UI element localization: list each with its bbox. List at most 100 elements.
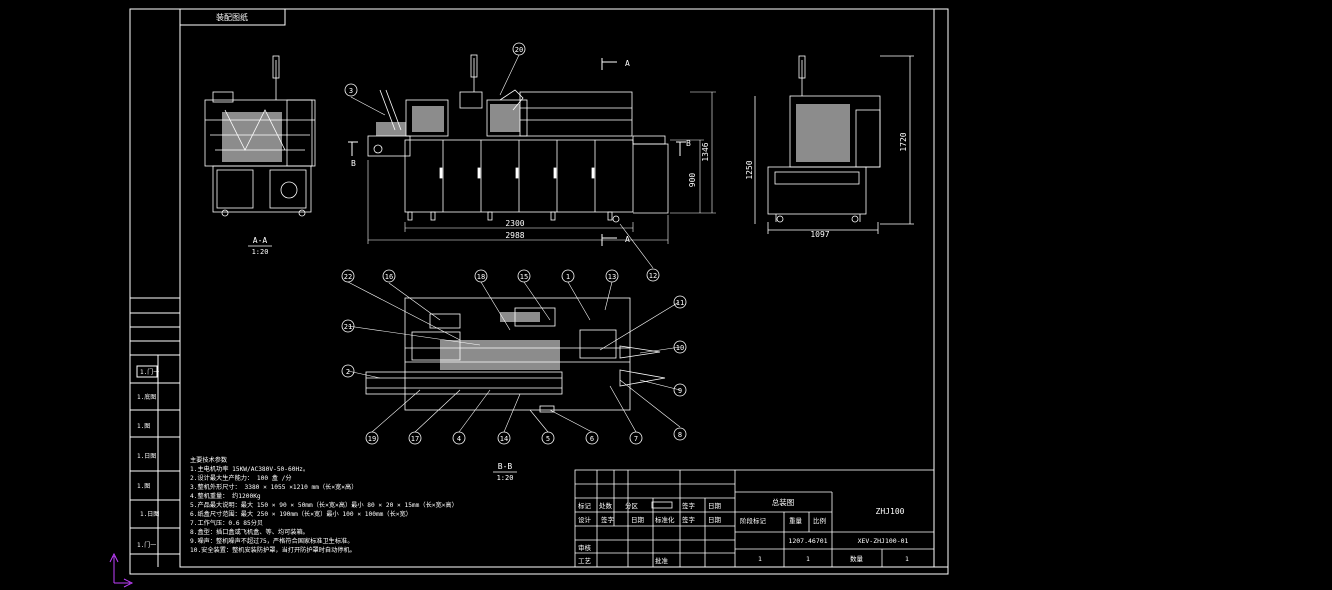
tb-label: 审核 [578, 543, 592, 552]
balloon-label: 8 [678, 431, 682, 439]
tb-label: 设计 [578, 515, 592, 524]
right-view-fill [796, 104, 850, 162]
drawing-frame [129, 8, 949, 575]
note-line: 2.设计最大生产能力： 100 盒 /分 [190, 474, 292, 482]
leader-lines [347, 54, 681, 433]
view-aa-title: A-A [253, 236, 268, 245]
balloon-label: 4 [457, 435, 461, 443]
dim-1720: 1720 [899, 132, 908, 151]
left-label: 1.图 [137, 483, 150, 490]
note-line: 7.工作气压：0.6 85分贝 [190, 519, 263, 527]
tb-label: 签字 [601, 515, 615, 524]
sheet-value: 1 [758, 555, 762, 563]
balloon-label: 13 [608, 273, 616, 281]
title-block-text: 标记 处数 分区 签字 日期 设计 签字 日期 标准化 签字 日期 审核 工艺 … [578, 497, 909, 565]
tb-label: 批准 [655, 556, 669, 565]
left-column-labels: 1.门一 1.底图 1.图 1.日图 1.图 1.日图 1.门一 [137, 368, 159, 549]
tb-label: 工艺 [578, 557, 592, 565]
section-markers [348, 58, 686, 246]
balloon-label: 10 [676, 344, 684, 352]
ucs-icon [109, 552, 134, 588]
qty-value: 1 [905, 555, 909, 563]
note-line: 9.噪声：整机噪声不超过75，严格符合国家标准卫生标准。 [190, 537, 353, 545]
top-label: 装配图纸 [216, 12, 248, 22]
view-bb-title: B-B [498, 462, 513, 471]
note-line: 6.纸盒尺寸范围：最大 250 × 190mm（长×宽）最小 100 × 100… [190, 510, 412, 518]
balloon-label: 18 [477, 273, 485, 281]
dim-900: 900 [688, 173, 697, 188]
technical-notes: 主要技术参数 1.主电机功率 15KW/AC380V-50-60Hz。 2.设计… [190, 456, 458, 554]
front-view [367, 54, 669, 223]
balloon-label: 6 [590, 435, 594, 443]
tb-label: 日期 [708, 516, 722, 524]
balloon-label: 1 [566, 273, 570, 281]
note-line: 1.主电机功率 15KW/AC380V-50-60Hz。 [190, 465, 309, 473]
section-b-right: B [686, 139, 691, 148]
tb-label: 签字 [682, 501, 696, 510]
note-line: 8.盒型：插口盒或飞机盒、等、均可装箱。 [190, 528, 309, 536]
dim-2300: 2300 [505, 219, 524, 228]
balloons [341, 42, 687, 445]
notes-title: 主要技术参数 [190, 456, 228, 464]
left-label: 1.日图 [137, 453, 156, 460]
front-view-fill [376, 104, 520, 136]
balloon-label: 20 [515, 46, 523, 54]
left-label: 1.图 [137, 423, 150, 430]
note-line: 5.产品最大说明：最大 150 × 90 × 50mm（长×宽×高）最小 80 … [190, 501, 458, 509]
section-b-left: B [351, 159, 356, 168]
section-a-top: A [625, 59, 630, 68]
balloon-numbers: 20 3 12 22 16 18 15 1 13 11 21 10 2 9 19… [344, 46, 684, 443]
dim-1097: 1097 [810, 230, 829, 239]
view-bb-scale: 1:20 [497, 474, 514, 482]
balloon-label: 3 [349, 87, 353, 95]
balloon-label: 14 [500, 435, 508, 443]
balloon-label: 12 [649, 272, 657, 280]
balloon-label: 22 [344, 273, 352, 281]
tb-label: 阶段标记 [740, 516, 767, 525]
tb-label: 签字 [682, 515, 696, 524]
balloon-label: 19 [368, 435, 376, 443]
left-label: 1.日图 [140, 511, 159, 518]
left-column [130, 297, 180, 567]
tb-label: 处数 [599, 501, 613, 510]
balloon-label: 9 [678, 387, 682, 395]
balloon-label: 15 [520, 273, 528, 281]
balloon-label: 5 [546, 435, 550, 443]
view-aa-scale: 1:20 [252, 248, 269, 256]
plan-view-fill [440, 312, 560, 370]
left-label: 1.门一 [140, 368, 159, 376]
drawing-code: XEV-ZHJ100-01 [858, 537, 909, 545]
model-name: ZHJ100 [876, 507, 905, 516]
tb-label: 标记 [578, 501, 592, 510]
dim-1250: 1250 [745, 160, 754, 179]
dim-1346: 1346 [701, 142, 710, 161]
tb-label: 日期 [708, 502, 722, 510]
tb-label: 比例 [813, 516, 826, 525]
right-view [754, 55, 914, 234]
left-label: 1.门一 [137, 541, 156, 549]
title-block [574, 469, 935, 568]
note-line: 4.整机重量： 约1200Kg [190, 492, 261, 500]
drawing-name: 总装图 [772, 497, 795, 507]
balloon-label: 2 [346, 368, 350, 376]
tb-label: 日期 [631, 516, 645, 524]
dim-2988: 2988 [505, 231, 524, 240]
balloon-label: 16 [385, 273, 393, 281]
note-line: 10.安全装置：整机安装防护罩，当打开防护罩时自动停机。 [190, 546, 356, 554]
balloon-label: 7 [634, 435, 638, 443]
balloon-label: 11 [676, 299, 684, 307]
weight-value: 1207.46701 [788, 537, 827, 545]
sheet-value: 1 [806, 555, 810, 563]
front-dimensions [367, 91, 716, 244]
tb-label: 重量 [789, 517, 803, 525]
balloon-label: 17 [411, 435, 419, 443]
left-label: 1.底图 [137, 393, 156, 401]
tb-label: 分区 [625, 501, 639, 510]
section-a-bottom: A [625, 235, 630, 244]
note-line: 3.整机外形尺寸： 3380 × 1055 ×1210 mm（长×宽×高） [190, 483, 357, 491]
balloon-label: 21 [344, 323, 352, 331]
tb-label: 数量 [850, 554, 864, 563]
view-aa-fill [222, 112, 282, 162]
tb-label: 标准化 [655, 515, 675, 524]
